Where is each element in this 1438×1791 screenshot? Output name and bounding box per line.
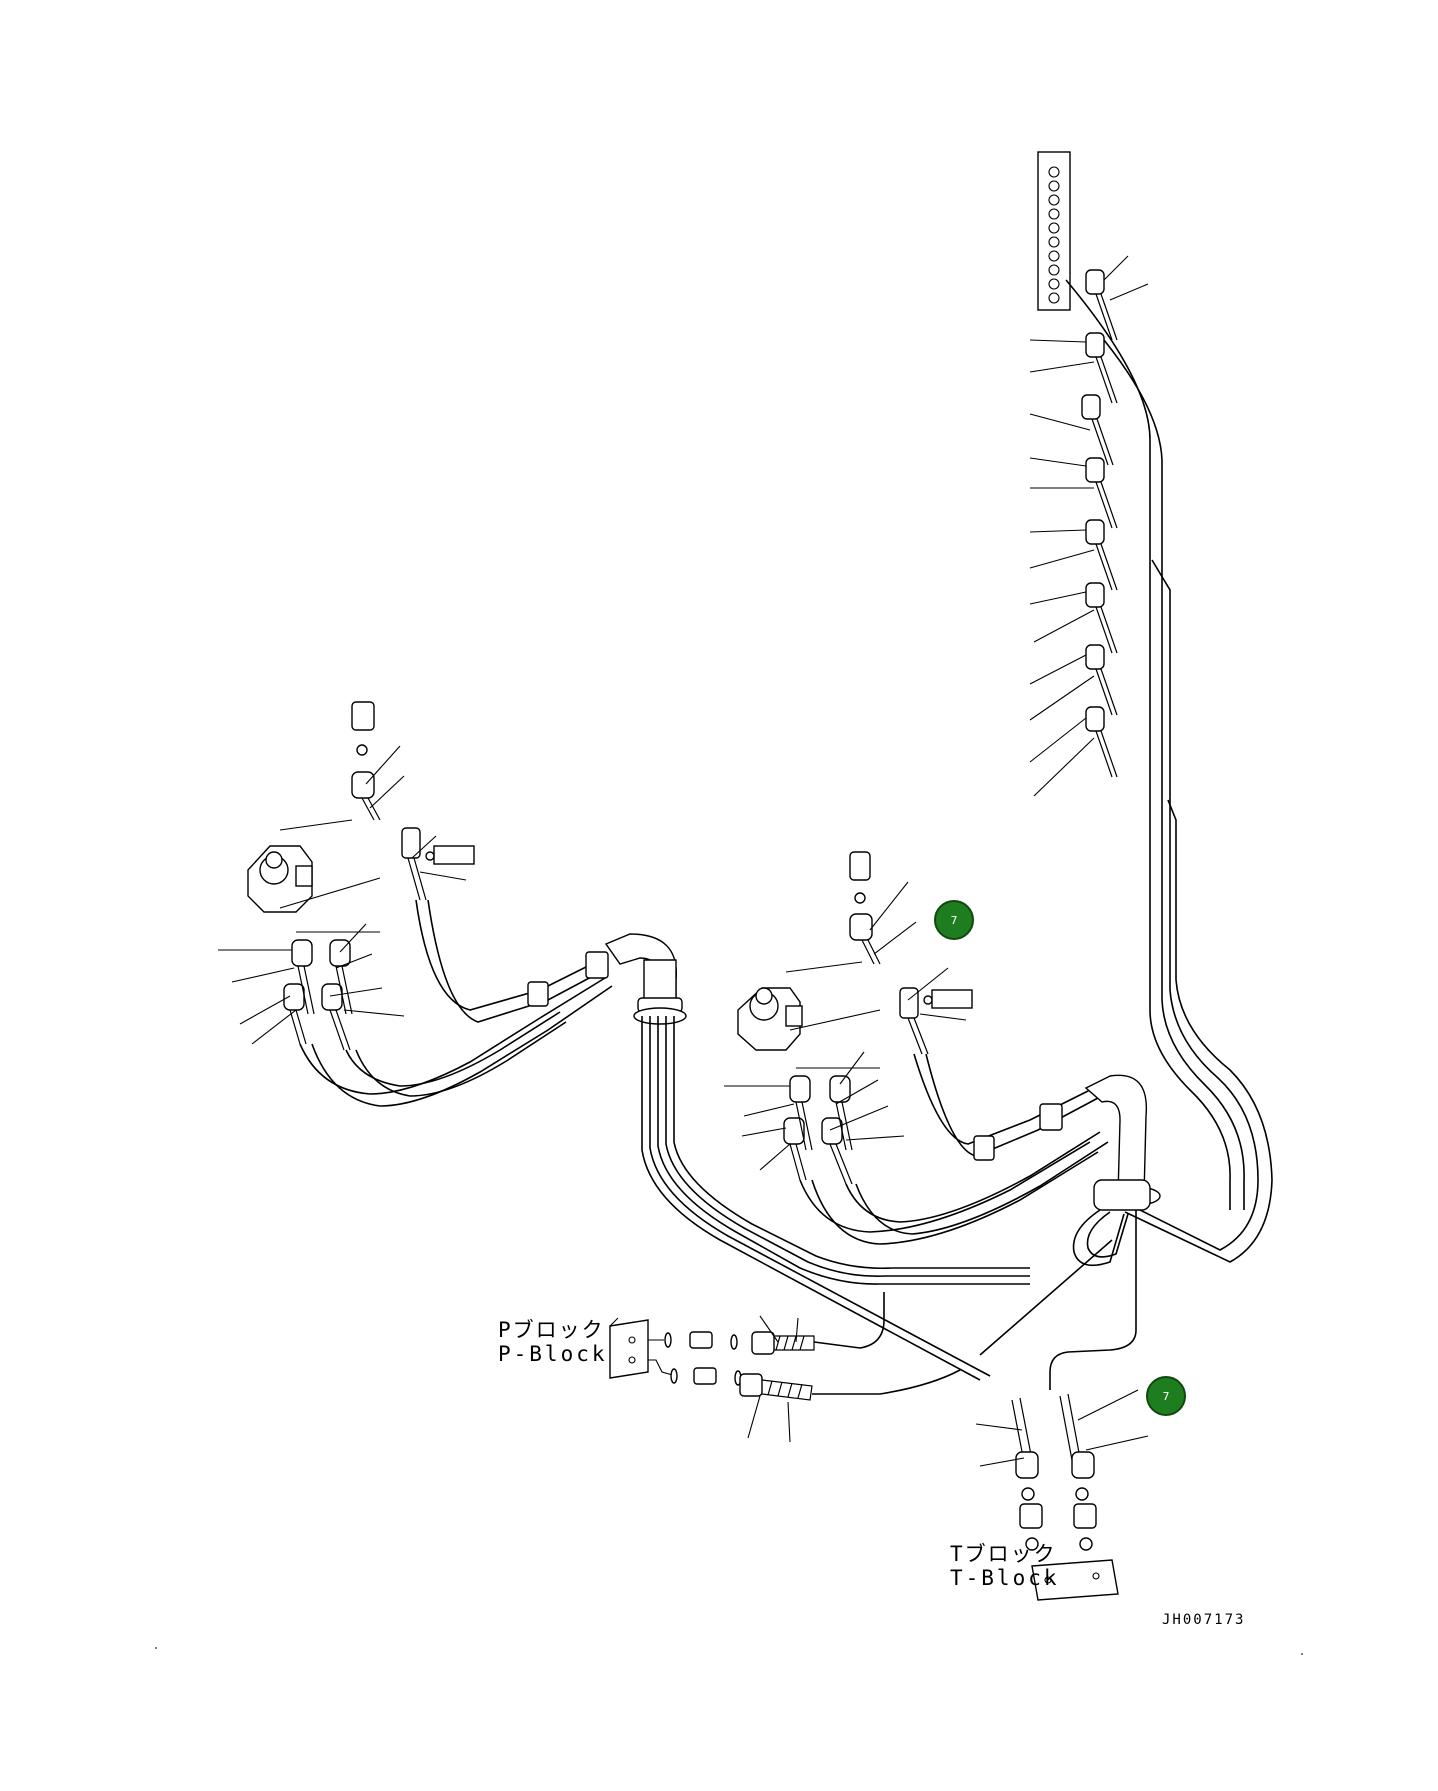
left-pilot-valve bbox=[218, 701, 475, 1051]
center-elbow bbox=[604, 933, 687, 1025]
t-block-label-jp: Tブロック bbox=[950, 1542, 1057, 1566]
right-hose-fittings bbox=[1029, 255, 1149, 797]
t-block-label-en: T-Block bbox=[950, 1566, 1060, 1590]
center-hose-bundle bbox=[799, 1053, 1109, 1245]
callout-badge-lower[interactable]: 7 bbox=[1146, 1376, 1186, 1416]
drawing-reference-code: JH007173 bbox=[1162, 1612, 1246, 1628]
callout-badge-upper[interactable]: 7 bbox=[934, 900, 974, 940]
right-down-hoses bbox=[979, 1210, 1137, 1390]
corner-speck-right bbox=[1301, 1653, 1303, 1655]
p-block-label-en: P-Block bbox=[498, 1342, 608, 1366]
center-hose-clamps bbox=[973, 1103, 1063, 1161]
p-block-label-jp: Pブロック bbox=[498, 1318, 605, 1342]
left-hose-clamps bbox=[527, 951, 609, 1007]
right-elbow bbox=[1072, 1074, 1161, 1267]
left-hose-bundle bbox=[299, 899, 613, 1107]
right-main-hoses bbox=[1065, 279, 1273, 1263]
center-pilot-valve bbox=[724, 851, 973, 1185]
p-block bbox=[609, 1292, 961, 1443]
t-block bbox=[975, 1389, 1149, 1601]
corner-speck-left bbox=[155, 1647, 157, 1649]
manifold-block bbox=[1037, 151, 1071, 311]
center-down-hoses bbox=[641, 1016, 1030, 1381]
